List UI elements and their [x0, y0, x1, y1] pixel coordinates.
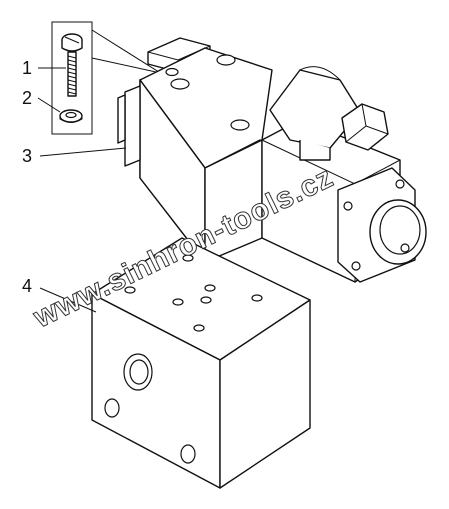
solenoid-valve	[117, 37, 427, 283]
inset-frame	[51, 21, 93, 135]
mount-hole-2	[216, 54, 236, 66]
callout-label-4: 4	[22, 276, 32, 296]
callout-2: 2	[22, 88, 61, 113]
callout-4: 4	[22, 276, 97, 313]
mount-hole-1	[170, 78, 190, 90]
fastener-inset	[51, 21, 93, 135]
screw-part	[61, 33, 83, 97]
callout-3: 3	[22, 146, 127, 166]
callout-1: 1	[22, 58, 66, 78]
callout-label-1: 1	[22, 58, 32, 78]
washer-part	[59, 109, 83, 123]
callout-label-2: 2	[22, 88, 32, 108]
subplate-block	[91, 237, 311, 489]
callout-label-3: 3	[22, 146, 32, 166]
leader-inset-bottom	[91, 57, 166, 75]
mount-hole-3	[230, 119, 250, 131]
